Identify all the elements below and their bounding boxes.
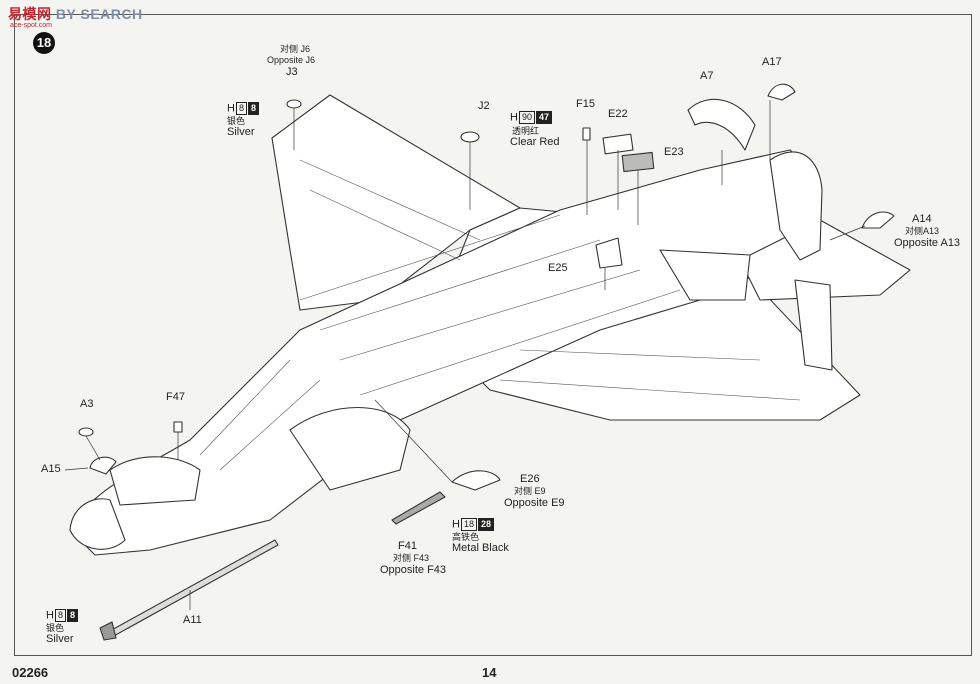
label-e26: E26 <box>520 473 540 485</box>
label-a14: A14 <box>912 213 932 225</box>
part-e25 <box>595 237 623 269</box>
paint-code: 28 <box>477 518 494 531</box>
stabilizer <box>659 249 751 301</box>
paint-code: 8 <box>247 102 259 115</box>
canopy <box>109 456 201 506</box>
label-e9-en: Opposite E9 <box>504 497 565 509</box>
paint-code: 18 <box>460 518 477 531</box>
watermark-brand-c: BY SEARCH <box>55 6 143 22</box>
panel-line <box>299 214 561 301</box>
part-a7 <box>687 98 756 151</box>
paint-silver-en: Silver <box>227 126 255 138</box>
paint-red-en: Clear Red <box>510 136 560 148</box>
rudder <box>794 279 833 371</box>
part-f15 <box>582 127 591 141</box>
part-j3 <box>286 99 302 109</box>
label-j6-cn: 对侧 J6 <box>280 44 311 54</box>
paint-h: H <box>510 111 518 124</box>
label-j3: J3 <box>286 66 298 78</box>
label-f43-en: Opposite F43 <box>380 564 447 576</box>
label-e23: E23 <box>664 146 684 158</box>
step-number-badge: 18 <box>33 32 55 54</box>
watermark-logo: 易模网 BY SEARCH <box>8 4 143 24</box>
label-a11: A11 <box>183 614 202 626</box>
tail-cone <box>769 151 823 261</box>
leader-e26 <box>374 399 453 483</box>
paint-code: 8 <box>66 609 78 622</box>
panel-line <box>199 359 291 456</box>
panel-line <box>309 189 461 261</box>
paint-code: 47 <box>535 111 552 124</box>
page-frame <box>14 14 972 656</box>
page-number: 14 <box>482 665 497 680</box>
leader-a15 <box>64 467 89 471</box>
panel-line <box>299 159 481 241</box>
part-e22 <box>602 133 634 155</box>
paint-h: H <box>46 609 54 622</box>
panel-line <box>499 379 801 401</box>
probe-tip <box>99 621 117 641</box>
part-j2 <box>460 131 480 143</box>
watermark-brand-a: 易 <box>8 6 23 22</box>
paint-silver-en-bottom: Silver <box>46 633 74 645</box>
watermark-brand-b: 模网 <box>22 6 52 22</box>
label-a13-en: Opposite A13 <box>894 237 961 249</box>
part-a15 <box>89 456 117 475</box>
label-e22: E22 <box>608 108 628 120</box>
paint-h: H <box>452 518 460 531</box>
label-f15: F15 <box>576 98 595 110</box>
panel-line <box>219 379 321 471</box>
product-code: 02266 <box>12 665 49 680</box>
leader-a14 <box>829 225 866 241</box>
part-a14 <box>861 211 895 229</box>
paint-red-cn: 透明红 <box>512 126 540 136</box>
panel-line <box>339 269 641 361</box>
part-f41 <box>391 491 446 525</box>
paint-silver-cn: 银色 <box>227 116 246 126</box>
panel-line <box>519 349 761 361</box>
label-a13-cn: 对侧A13 <box>905 226 940 236</box>
part-a3 <box>78 427 94 437</box>
nose-cone <box>69 498 126 550</box>
panel-line <box>359 289 681 396</box>
engine-intake <box>289 407 411 491</box>
watermark-sub: ace-spot.com <box>10 22 53 29</box>
label-f43-cn: 对侧 F43 <box>393 553 430 563</box>
part-e23 <box>621 151 655 173</box>
label-e25: E25 <box>548 262 568 274</box>
part-f47 <box>173 421 183 433</box>
label-a17: A17 <box>762 56 782 68</box>
label-e9-cn: 对侧 E9 <box>514 486 546 496</box>
paint-black-cn: 高铁色 <box>452 532 480 542</box>
panel-line <box>319 239 601 331</box>
label-a15: A15 <box>41 463 61 475</box>
paint-code: 90 <box>518 111 535 124</box>
label-f41: F41 <box>398 540 417 552</box>
part-e26 <box>451 470 501 491</box>
paint-code: 8 <box>54 609 66 622</box>
part-a17 <box>767 83 796 101</box>
leader-a3 <box>85 435 101 461</box>
paint-code: 8 <box>235 102 247 115</box>
label-a7: A7 <box>700 70 714 82</box>
paint-silver-cn-bottom: 银色 <box>46 623 65 633</box>
label-a3: A3 <box>80 398 94 410</box>
label-j6-en: Opposite J6 <box>267 55 316 65</box>
paint-h: H <box>227 102 235 115</box>
label-j2: J2 <box>478 100 490 112</box>
label-f47: F47 <box>166 391 185 403</box>
paint-black-en: Metal Black <box>452 542 509 554</box>
